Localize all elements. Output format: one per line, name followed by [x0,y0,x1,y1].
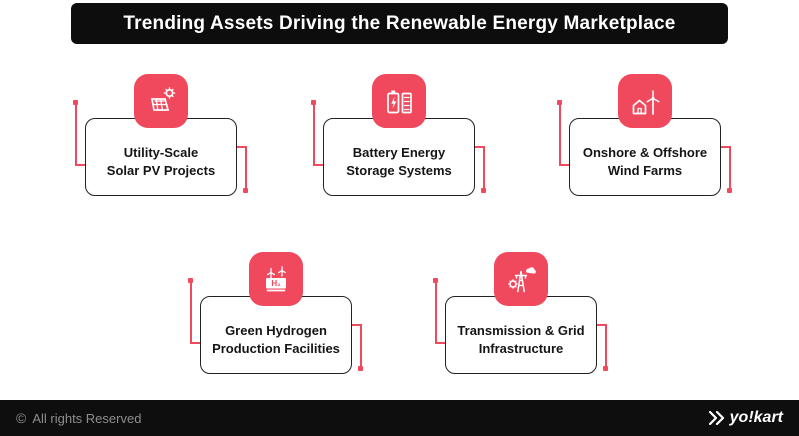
connector-line [313,164,324,166]
card-title-line: Production Facilities [212,340,340,356]
card-title-line: Wind Farms [607,162,683,178]
card-label-box: Onshore & Offshore Wind Farms [569,118,721,196]
connector-dot [433,278,438,283]
connector-line [75,105,77,166]
solar-panel-sun-icon [134,74,188,128]
connector-line [313,105,315,166]
connector-line [351,324,362,326]
battery-storage-icon [372,74,426,128]
card-title-line: Green Hydrogen [225,323,327,339]
connector-line [75,164,86,166]
wind-farm-icon [618,74,672,128]
connector-line [435,283,437,344]
card-title-line: Solar PV Projects [106,162,216,178]
brand-logo: yo!kart [708,409,783,427]
hydrogen-plant-icon: H₂ [249,252,303,306]
connector-line [483,146,485,190]
connector-line [559,105,561,166]
connector-dot [603,366,608,371]
card-title-line: Infrastructure [478,340,564,356]
connector-line [729,146,731,190]
card-wind-farms: Onshore & Offshore Wind Farms [557,74,732,196]
card-label-box: Battery Energy Storage Systems [323,118,475,196]
card-title-line: Battery Energy [352,145,446,161]
card-label-box: Green Hydrogen Production Facilities [200,296,352,374]
card-title-line: Transmission & Grid [457,323,585,339]
connector-dot [557,100,562,105]
connector-dot [243,188,248,193]
card-label-box: Utility-Scale Solar PV Projects [85,118,237,196]
card-title-line: Onshore & Offshore [582,145,708,161]
card-label-box: Transmission & Grid Infrastructure [445,296,597,374]
connector-line [596,324,607,326]
card-transmission-grid: Transmission & Grid Infrastructure [433,252,608,374]
connector-line [435,342,446,344]
connector-line [360,324,362,368]
card-green-hydrogen: H₂ Green Hydrogen Production Facilities [188,252,363,374]
page-title: Trending Assets Driving the Renewable En… [123,12,676,34]
connector-line [720,146,731,148]
copyright-icon: © [16,410,27,426]
header-banner: Trending Assets Driving the Renewable En… [71,3,728,44]
connector-line [474,146,485,148]
connector-line [190,342,201,344]
hydrogen-label: H₂ [271,279,281,288]
connector-line [559,164,570,166]
connector-dot [358,366,363,371]
card-utility-scale-solar: Utility-Scale Solar PV Projects [73,74,248,196]
yolkart-mark-icon [708,411,724,425]
connector-dot [188,278,193,283]
connector-line [190,283,192,344]
card-title-line: Utility-Scale [123,145,199,161]
transmission-grid-icon [494,252,548,306]
footer-bar: © All rights Reserved yo!kart [0,400,799,436]
connector-dot [727,188,732,193]
connector-line [605,324,607,368]
brand-name: yo!kart [729,409,783,426]
card-battery-storage: Battery Energy Storage Systems [311,74,486,196]
copyright-text: All rights Reserved [32,410,142,426]
connector-dot [73,100,78,105]
connector-line [245,146,247,190]
connector-dot [481,188,486,193]
copyright-notice: © All rights Reserved [16,410,141,426]
connector-dot [311,100,316,105]
card-title-line: Storage Systems [346,162,452,178]
connector-line [236,146,247,148]
